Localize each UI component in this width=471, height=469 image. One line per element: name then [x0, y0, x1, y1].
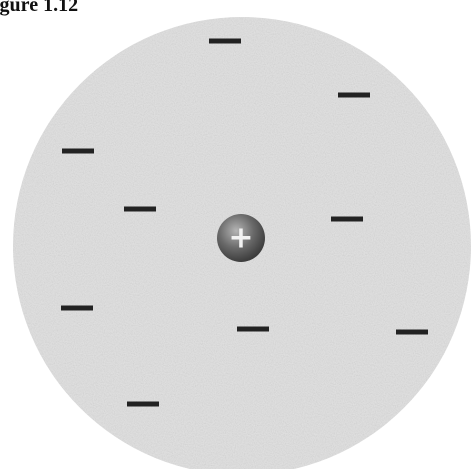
nucleus: + [217, 214, 265, 262]
positive-charge-symbol: + [228, 221, 253, 256]
electron-negative-charge [209, 39, 241, 44]
electron-negative-charge [338, 93, 370, 98]
electron-negative-charge [331, 217, 363, 222]
electron-negative-charge [396, 330, 428, 335]
electron-negative-charge [127, 402, 159, 407]
electron-negative-charge [237, 327, 269, 332]
electron-negative-charge [62, 149, 94, 154]
electron-negative-charge [61, 306, 93, 311]
electron-negative-charge [124, 207, 156, 212]
